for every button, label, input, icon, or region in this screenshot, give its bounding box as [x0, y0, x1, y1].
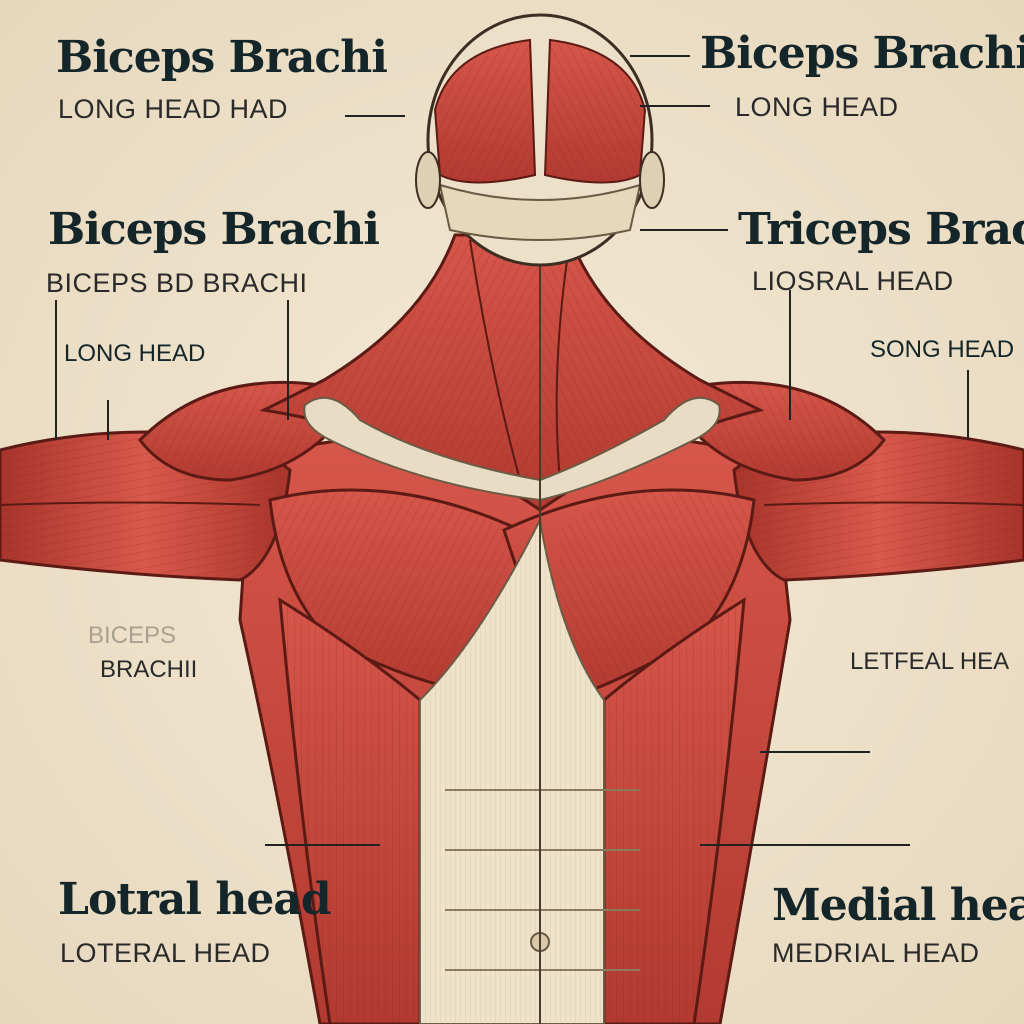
- head: [415, 13, 665, 267]
- label-mid-left-sub2: LONG HEAD: [64, 340, 206, 367]
- label-low-left-sub: BRACHII: [100, 656, 198, 683]
- label-mid-right-sub: LIOSRAL HEAD: [752, 266, 954, 296]
- label-mid-right-title: Triceps Braci: [738, 204, 1024, 255]
- label-bottom-right-sub: MEDRIAL HEAD: [772, 938, 980, 968]
- deltoids: [138, 380, 886, 482]
- label-mid-right-sub2: SONG HEAD: [870, 336, 1015, 363]
- label-top-right-sub: LONG HEAD: [735, 92, 899, 122]
- label-bottom-right-title: Medial hea: [772, 880, 1024, 931]
- obliques: [278, 597, 746, 1024]
- leader-lines: [55, 55, 969, 846]
- lumbar-fascia: [419, 516, 640, 1024]
- label-top-left-sub: LONG HEAD HAD: [58, 94, 289, 124]
- label-low-left-faint: BICEPS: [88, 622, 177, 649]
- label-mid-left-sub: BICEPS BD BRACHI: [46, 268, 308, 298]
- label-bottom-left-title: Lotral head: [58, 874, 332, 925]
- label-bottom-left-sub: LOTERAL HEAD: [60, 938, 271, 968]
- label-mid-left-title: Biceps Brachi: [48, 204, 380, 255]
- label-low-right-sub: LETFEAL HEA: [850, 648, 1010, 675]
- label-top-right-title: Biceps Brachi: [700, 28, 1024, 79]
- label-top-left-title: Biceps Brachi: [56, 32, 388, 83]
